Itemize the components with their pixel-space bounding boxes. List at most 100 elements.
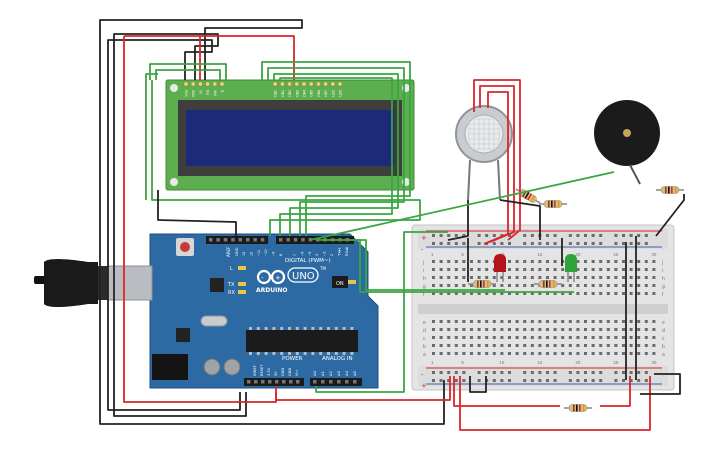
digital-pin-label: ~3 <box>323 252 327 256</box>
lcd-pin-label: DB4 <box>303 90 307 97</box>
bb-row-label: e <box>423 320 426 326</box>
led-green <box>565 254 577 282</box>
microcontroller-chip <box>246 330 358 352</box>
bb-col-number: 15 <box>537 252 543 257</box>
bb-col-number: 30 <box>651 252 657 257</box>
aref-label: AREF <box>226 246 231 257</box>
digital-pin-label: 4 <box>315 254 319 256</box>
wire-green-analog <box>315 231 448 393</box>
wire-red-bottom <box>459 376 651 431</box>
bb-row-label: f <box>662 292 664 298</box>
bb-row-label: c <box>423 336 426 342</box>
digital-pin-label: ~5 <box>308 252 312 256</box>
lcd-pin-label: DB6 <box>317 90 321 97</box>
digital-pin-label: 12 <box>249 252 253 256</box>
bb-row-label: b <box>423 344 426 350</box>
usb-socket <box>107 265 153 301</box>
lcd-pin-label: DB0 <box>274 90 278 97</box>
digital-label: DIGITAL (PWM~) <box>285 258 331 264</box>
ioref-label: IOREF <box>253 365 257 376</box>
digital-pin-label: ~11 <box>257 250 261 256</box>
wire-red-rail <box>275 376 451 401</box>
model-label: UNO <box>292 271 315 282</box>
wire-black-1 <box>107 39 241 411</box>
bb-row-label: c <box>662 336 665 342</box>
power-label: POWER <box>282 356 303 362</box>
wire-black-lcd-gnd <box>157 190 237 236</box>
l-led-label: L <box>230 266 233 272</box>
resistor <box>656 186 684 194</box>
bb-row-label: d <box>662 328 665 334</box>
lcd-pin-label: DB7 <box>324 90 328 97</box>
lcd-pin-label: DB1 <box>281 90 285 97</box>
rail-minus-bottom: - <box>421 371 424 379</box>
reset-pin-label: RESET <box>260 364 264 376</box>
gnd-label-2: GND <box>288 368 292 376</box>
lcd-pin-label: E <box>221 89 225 92</box>
bb-row-label: g <box>423 284 426 290</box>
lcd-pin-label: LED <box>339 89 343 96</box>
analog-label: ANALOG IN <box>322 356 353 362</box>
piezo-buzzer <box>594 100 660 185</box>
bb-row-label: g <box>662 284 665 290</box>
gnd-label-1: GND <box>281 368 285 376</box>
bb-row-label: j <box>422 260 424 266</box>
gas-sensor <box>455 105 513 201</box>
digital-pin-label: 8 <box>279 254 283 256</box>
wire-black-2 <box>113 33 247 417</box>
svg-text:-: - <box>261 274 264 282</box>
wires <box>99 19 685 431</box>
digital-pin-label: 2 <box>330 254 334 256</box>
bb-col-number: 5 <box>461 360 464 365</box>
wire-black-3 <box>99 19 445 425</box>
v33-label: 3.3V <box>267 367 271 376</box>
lcd-pin-label: VDD <box>192 89 196 97</box>
tm-label: TM <box>319 266 326 271</box>
digital-pin-label: ~6 <box>300 252 304 256</box>
on-led-label: ON <box>336 281 344 287</box>
rail-minus-top: - <box>421 246 424 254</box>
bb-row-label: d <box>423 328 426 334</box>
digital-pin-label: ~9 <box>272 252 276 256</box>
digital-pin-label: RX◂0 <box>345 247 349 256</box>
bb-row-label: h <box>423 276 426 282</box>
lcd-pin-label: RS <box>206 89 210 94</box>
wire-green-rs <box>151 80 421 236</box>
vin-label: Vin <box>295 370 299 376</box>
svg-text:+: + <box>275 274 281 282</box>
rail-plus-top: + <box>421 234 427 242</box>
tx-led-label: TX <box>227 282 235 288</box>
bb-row-label: a <box>423 352 426 358</box>
wire-sensor-gnd <box>447 200 469 241</box>
bb-row-label: b <box>662 344 665 350</box>
bb-col-number: 25 <box>613 360 619 365</box>
led-red <box>494 254 506 282</box>
bb-col-number: 10 <box>499 360 505 365</box>
digital-pin-label: ~10 <box>264 250 268 256</box>
bb-row-label: i <box>662 268 663 274</box>
resistor <box>534 280 562 288</box>
resistor <box>539 200 567 208</box>
digital-pin-label: 7 <box>293 254 297 256</box>
bb-row-label: f <box>423 292 425 298</box>
gnd-top-label: GND <box>235 247 239 256</box>
power-pin-labels: IOREF RESET 3.3V 5V GND GND Vin <box>253 364 299 376</box>
lcd-pin-label: DB5 <box>310 90 314 97</box>
bb-col-number: 25 <box>613 252 619 257</box>
bb-col-number: 20 <box>575 252 581 257</box>
lcd-pin-label: RW <box>213 89 217 95</box>
bb-col-number: 1 <box>431 360 434 365</box>
brand-label: ARDUINO <box>256 287 287 294</box>
wire-buzzer-signal <box>309 171 615 241</box>
digital-header-right <box>276 236 354 244</box>
bb-col-number: 5 <box>461 252 464 257</box>
bb-col-number: 30 <box>651 360 657 365</box>
lcd-pin-label: LED <box>331 89 335 96</box>
bb-col-number: 20 <box>575 360 581 365</box>
bb-row-label: e <box>662 320 665 326</box>
rx-led-label: RX <box>228 290 235 296</box>
lcd-pin-label: V0 <box>199 90 203 94</box>
analog-pin-label: A1 <box>320 370 325 376</box>
rail-plus-bottom: + <box>421 382 427 390</box>
